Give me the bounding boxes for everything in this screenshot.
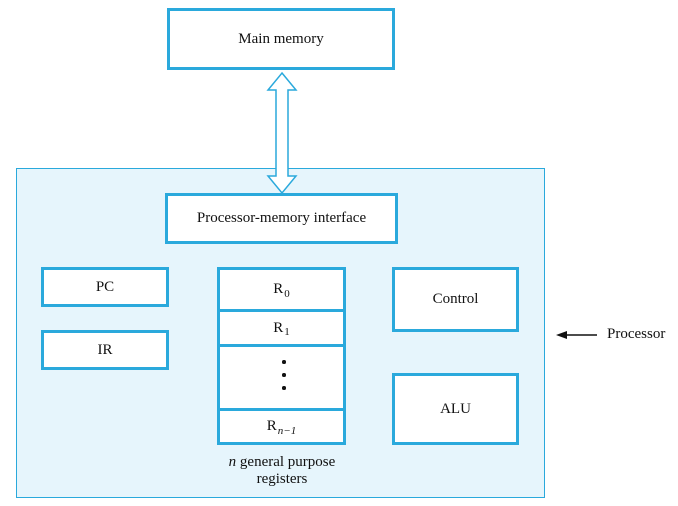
ellipsis-dot — [282, 360, 286, 364]
registers-caption-line1: general purpose — [236, 454, 336, 470]
pc-register-box: PC — [41, 267, 169, 307]
control-unit-box: Control — [392, 267, 519, 332]
ir-register-box: IR — [41, 330, 169, 370]
processor-pointer-arrow — [556, 331, 597, 339]
alu-label: ALU — [440, 400, 471, 417]
processor-label: Processor — [607, 326, 666, 342]
register-r1-name: R — [273, 319, 284, 336]
processor-memory-interface-box: Processor-memory interface — [165, 193, 398, 244]
registers-caption: n general purpose registers — [200, 454, 364, 488]
bidirectional-arrow-icon — [266, 71, 298, 195]
register-divider — [220, 309, 343, 312]
pc-label: PC — [95, 278, 115, 295]
main-memory-box: Main memory — [167, 8, 395, 70]
registers-caption-line2: registers — [256, 471, 308, 487]
register-rn-1-subscript: n−1 — [277, 424, 297, 437]
register-divider — [220, 408, 343, 411]
register-r1-subscript: 1 — [284, 326, 290, 338]
registers-caption-n: n — [228, 454, 237, 470]
register-ellipsis — [220, 347, 343, 408]
ir-label: IR — [97, 341, 113, 358]
interface-label: Processor-memory interface — [196, 210, 367, 226]
ellipsis-dot — [282, 373, 286, 377]
register-rn-1-name: R — [266, 418, 277, 434]
register-r0-name: R — [273, 281, 284, 297]
register-divider — [220, 344, 343, 347]
arrow-left-icon — [556, 331, 567, 339]
register-r0-subscript: 0 — [284, 287, 290, 300]
control-label: Control — [432, 291, 479, 307]
ellipsis-dot — [282, 386, 286, 390]
main-memory-label: Main memory — [238, 30, 324, 47]
alu-box: ALU — [392, 373, 519, 445]
